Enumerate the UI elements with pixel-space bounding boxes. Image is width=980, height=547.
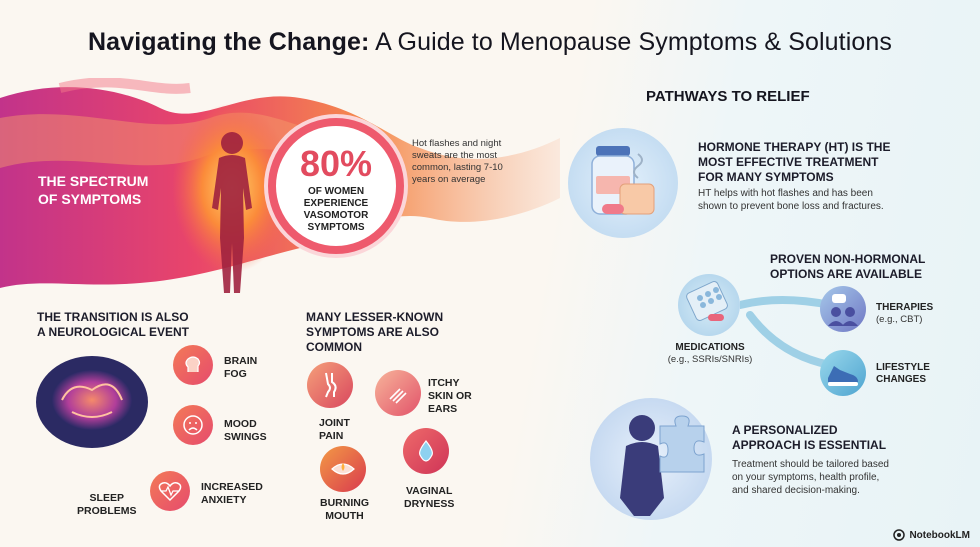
lesser-known-heading: MANY LESSER-KNOWN SYMPTOMS ARE ALSO COMM… xyxy=(306,310,444,354)
pill-blister-icon xyxy=(678,274,740,336)
joint-pain-label: JOINT PAIN xyxy=(319,417,350,442)
personalized-body: Treatment should be tailored based on yo… xyxy=(732,459,889,496)
vasomotor-stat-circle: 80% OF WOMEN EXPERIENCE VASOMOTOR SYMPTO… xyxy=(268,118,404,254)
mood-swings-label: MOOD SWINGS xyxy=(224,418,267,443)
personalized-heading: A PERSONALIZED APPROACH IS ESSENTIAL xyxy=(732,423,887,452)
knee-icon xyxy=(307,362,353,408)
sad-face-icon xyxy=(173,405,213,445)
title-bold: Navigating the Change: xyxy=(88,28,370,56)
medicine-bottle-icon xyxy=(568,128,678,238)
ht-body: HT helps with hot flashes and has been s… xyxy=(698,188,884,212)
neuro-heading: THE TRANSITION IS ALSO A NEUROLOGICAL EV… xyxy=(37,310,190,339)
lifestyle-label: LIFESTYLE CHANGES xyxy=(876,362,930,385)
therapies-label: THERAPIES (e.g., CBT) xyxy=(876,302,934,325)
notebooklm-icon xyxy=(893,529,906,541)
notebooklm-logo: NotebookLM xyxy=(893,529,970,541)
heartbeat-icon xyxy=(150,471,190,511)
woman-silhouette xyxy=(212,132,252,293)
therapy-icon xyxy=(820,286,866,332)
stat-caption: OF WOMEN EXPERIENCE VASOMOTOR SYMPTOMS xyxy=(303,186,369,233)
page-title: Navigating the Change: A Guide to Menopa… xyxy=(0,28,980,57)
ht-heading: HORMONE THERAPY (HT) IS THE MOST EFFECTI… xyxy=(698,140,891,184)
sleep-problems-label: SLEEP PROBLEMS xyxy=(77,492,137,517)
personalized-icon xyxy=(590,398,712,520)
mouth-icon xyxy=(320,446,366,492)
head-icon xyxy=(173,345,213,385)
hot-flash-note: Hot flashes and night sweats are the mos… xyxy=(412,138,503,185)
anxiety-label: INCREASED ANXIETY xyxy=(201,481,263,506)
itch-icon xyxy=(375,370,421,416)
medications-label: MEDICATIONS (e.g., SSRIs/SNRIs) xyxy=(667,342,753,365)
itchy-skin-label: ITCHY SKIN OR EARS xyxy=(428,377,472,415)
stat-value: 80% xyxy=(299,143,373,184)
title-rest: A Guide to Menopause Symptoms & Solution… xyxy=(369,28,892,56)
spectrum-label: THE SPECTRUM OF SYMPTOMS xyxy=(38,173,149,207)
brain-fog-label: BRAIN FOG xyxy=(224,355,258,380)
vaginal-dryness-label: VAGINAL DRYNESS xyxy=(404,485,455,510)
drop-icon xyxy=(403,428,449,474)
sneaker-icon xyxy=(820,350,866,396)
brain-icon xyxy=(36,356,148,448)
nonhormonal-heading: PROVEN NON-HORMONAL OPTIONS ARE AVAILABL… xyxy=(770,252,926,281)
burning-mouth-label: BURNING MOUTH xyxy=(320,497,369,522)
relief-heading: PATHWAYS TO RELIEF xyxy=(646,88,810,105)
